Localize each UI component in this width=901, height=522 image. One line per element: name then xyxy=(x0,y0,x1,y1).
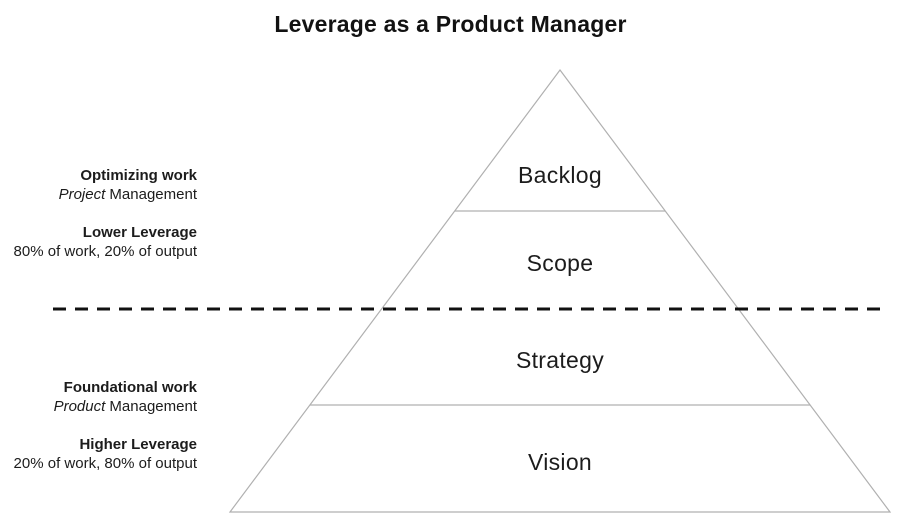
annotation-product-italic: Product xyxy=(53,398,106,415)
annotation-project-italic: Project xyxy=(58,186,106,203)
tier-label-backlog: Backlog xyxy=(518,162,602,188)
pyramid-outline xyxy=(228,68,892,513)
annotation-lower-leverage: Lower Leverage xyxy=(82,224,197,241)
tier-label-vision: Vision xyxy=(527,449,593,475)
diagram-title: Leverage as a Product Manager xyxy=(274,11,627,37)
annotation-foundational-work: Foundational work xyxy=(63,379,197,396)
annotation-project-management: Project Management xyxy=(0,185,197,204)
tier-label-scope: Scope xyxy=(526,250,594,276)
annotation-higher-leverage: Higher Leverage xyxy=(79,436,197,453)
annotation-higher-leverage-detail: 20% of work, 80% of output xyxy=(13,455,197,472)
annotation-product-regular: Management xyxy=(105,398,197,415)
annotation-block-upper: Optimizing work Project Management Lower… xyxy=(0,166,197,261)
annotation-optimizing-work: Optimizing work xyxy=(80,167,197,184)
annotation-lower-leverage-detail: 80% of work, 20% of output xyxy=(13,243,197,260)
annotation-block-lower: Foundational work Product Management Hig… xyxy=(0,378,197,473)
annotation-product-management: Product Management xyxy=(0,397,197,416)
annotation-project-regular: Management xyxy=(105,186,197,203)
tier-label-strategy: Strategy xyxy=(515,347,605,373)
